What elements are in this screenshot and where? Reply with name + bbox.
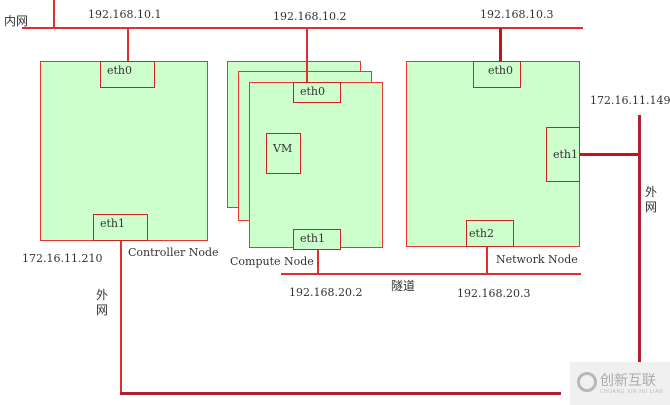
controller-eth1-link <box>120 241 122 394</box>
external-network-label-right: 外网 <box>645 185 658 214</box>
controller-node <box>40 61 208 241</box>
compute-eth1-label: eth1 <box>300 232 326 245</box>
network-external-ip: 172.16.11.149 <box>590 94 670 107</box>
controller-node-label: Controller Node <box>128 246 219 259</box>
tunnel-bus <box>281 273 581 275</box>
network-internal-ip: 192.168.10.3 <box>480 8 554 21</box>
compute-tunnel-ip: 192.168.20.2 <box>289 286 363 299</box>
network-node-label: Network Node <box>496 253 578 266</box>
network-eth2-port: eth2 <box>466 220 514 247</box>
compute-vm-label: VM <box>273 142 293 155</box>
controller-eth1-label: eth1 <box>100 217 126 230</box>
network-eth1-link <box>580 153 639 156</box>
compute-internal-ip: 192.168.10.2 <box>273 10 347 23</box>
external-network-right-line <box>638 115 641 362</box>
network-eth0-port: eth0 <box>473 61 521 88</box>
network-eth1-port: eth1 <box>546 127 580 182</box>
network-eth0-label: eth0 <box>488 64 514 77</box>
compute-eth0-link <box>306 28 308 82</box>
controller-internal-ip: 192.168.10.1 <box>88 8 162 21</box>
external-network-bottom-line <box>120 392 561 395</box>
network-eth2-label: eth2 <box>469 227 495 240</box>
internal-network-label: 内网 <box>4 14 29 28</box>
network-eth1-label: eth1 <box>553 148 579 161</box>
compute-eth0-port: eth0 <box>293 82 341 103</box>
watermark-subtext: CHUANG XIN HU LIAN <box>600 389 664 395</box>
watermark-logo-icon <box>577 372 597 392</box>
tunnel-label: 隧道 <box>391 279 416 293</box>
compute-vm: VM <box>266 133 301 174</box>
network-eth0-link <box>499 28 502 62</box>
external-network-label-left: 外网 <box>96 288 109 317</box>
controller-eth1-port: eth1 <box>93 214 148 241</box>
watermark-text: 创新互联 <box>600 373 656 389</box>
compute-node-label: Compute Node <box>230 255 314 268</box>
compute-eth1-port: eth1 <box>293 229 341 250</box>
controller-eth0-label: eth0 <box>107 64 133 77</box>
controller-eth0-link <box>127 28 129 62</box>
controller-eth0-port: eth0 <box>100 61 155 88</box>
network-tunnel-ip: 192.168.20.3 <box>457 287 531 300</box>
internal-network-uplink <box>53 0 55 28</box>
compute-eth0-label: eth0 <box>300 85 326 98</box>
controller-external-ip: 172.16.11.210 <box>22 252 103 265</box>
compute-eth1-link <box>317 250 319 273</box>
network-eth2-link <box>486 247 488 274</box>
internal-network-bus <box>22 27 583 29</box>
watermark: 创新互联 CHUANG XIN HU LIAN <box>570 362 670 405</box>
